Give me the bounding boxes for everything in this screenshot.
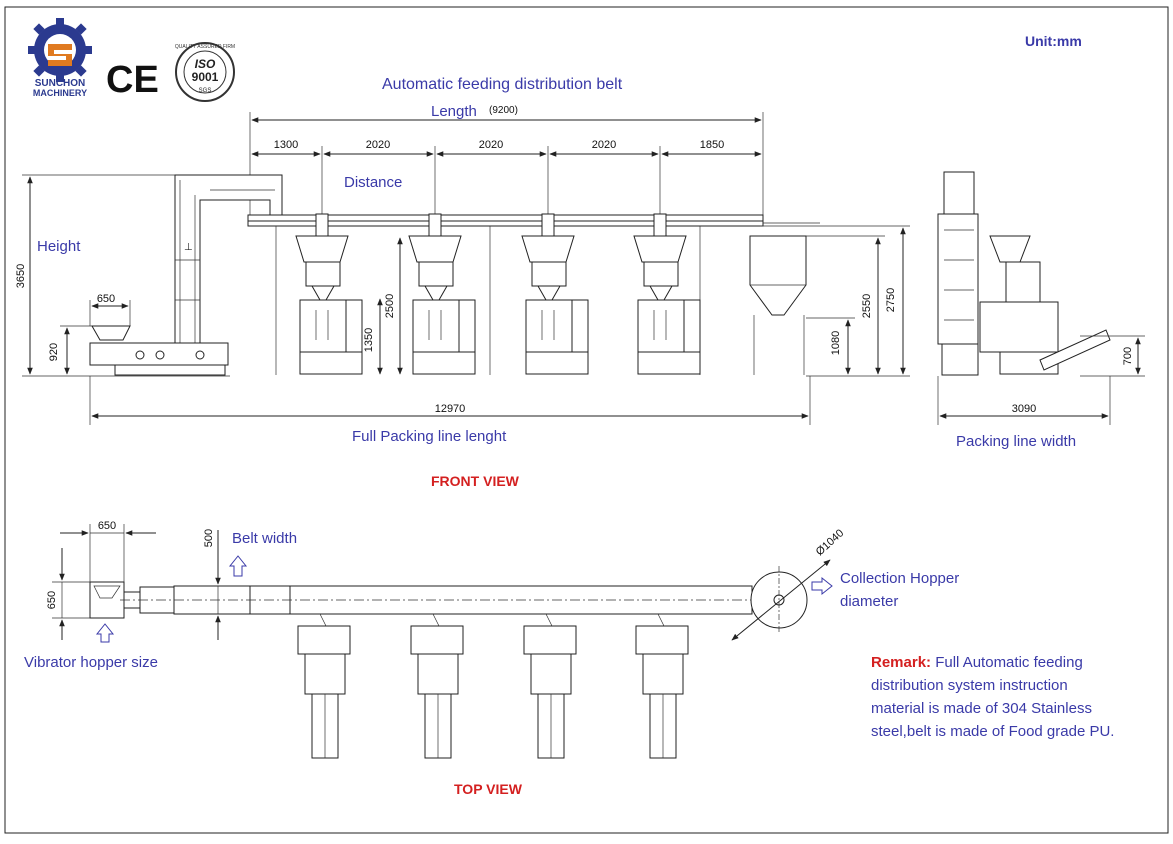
dim-3090: 3090 bbox=[1012, 403, 1036, 415]
dim-diameter: Ø1040 bbox=[814, 527, 847, 558]
dim-2500: 2500 bbox=[384, 294, 396, 318]
iso-sgs: SGS bbox=[199, 88, 212, 94]
segment-dim-1: 1300 bbox=[274, 139, 298, 151]
length-value: (9200) bbox=[489, 105, 518, 116]
top-view-belt bbox=[120, 585, 790, 615]
iso-number: 9001 bbox=[192, 70, 219, 84]
remark-line3: material is made of 304 Stainless bbox=[871, 700, 1092, 717]
dim-2750: 2750 bbox=[885, 288, 897, 312]
belt-title: Automatic feeding distribution belt bbox=[382, 76, 623, 93]
length-label: Length bbox=[431, 103, 477, 120]
collection-hopper-front bbox=[749, 235, 807, 375]
top-packing-machine-3 bbox=[523, 613, 577, 759]
dim-2550: 2550 bbox=[861, 294, 873, 318]
vibrator-feeder bbox=[89, 325, 229, 376]
dim-700: 700 bbox=[1122, 347, 1134, 365]
iso-ring-text: QUALITY ASSURED FIRM bbox=[175, 44, 235, 50]
segment-dim-2: 2020 bbox=[366, 139, 390, 151]
dim-650-side: 650 bbox=[46, 591, 58, 609]
sheet-border bbox=[4, 6, 1169, 834]
full-length-label: Full Packing line lenght bbox=[352, 428, 507, 445]
company-logo: SUNCHON MACHINERY bbox=[28, 18, 92, 98]
remark-line1: Remark: Full Automatic feeding bbox=[871, 654, 1083, 671]
top-packing-machine-4 bbox=[635, 613, 689, 759]
vibrator-label: Vibrator hopper size bbox=[24, 654, 158, 671]
front-vertical-dimensions: 3650 920 650 1350 2500 1080 2550 2750 bbox=[15, 174, 910, 377]
dim-3650: 3650 bbox=[15, 264, 27, 288]
top-view-dimensions: 650 650 500 bbox=[46, 520, 248, 643]
collection-label-1: Collection Hopper bbox=[840, 570, 959, 587]
packing-machine-2 bbox=[408, 213, 476, 375]
arrow-right-icon bbox=[811, 576, 833, 596]
dim-1350: 1350 bbox=[363, 328, 375, 352]
arrow-up-icon bbox=[95, 623, 115, 643]
segment-dim-3: 2020 bbox=[479, 139, 503, 151]
dim-650-front: 650 bbox=[97, 293, 115, 305]
ce-mark: CE bbox=[106, 59, 159, 101]
collection-label-2: diameter bbox=[840, 593, 898, 610]
remark-line4: steel,belt is made of Food grade PU. bbox=[871, 723, 1114, 740]
side-view-dimensions: 700 3090 bbox=[937, 335, 1145, 425]
brand-name-line1: SUNCHON bbox=[35, 78, 86, 89]
side-view-machine bbox=[937, 171, 1111, 376]
width-label: Packing line width bbox=[956, 433, 1076, 450]
iso-text: ISO bbox=[195, 57, 216, 71]
iso-badge: QUALITY ASSURED FIRM ISO 9001 SGS bbox=[175, 42, 235, 102]
packing-machine-3 bbox=[521, 213, 589, 375]
dim-1080: 1080 bbox=[830, 331, 842, 355]
segment-dim-4: 2020 bbox=[592, 139, 616, 151]
dim-12970: 12970 bbox=[435, 403, 466, 415]
unit-label: Unit:mm bbox=[1025, 33, 1082, 49]
front-view-title: FRONT VIEW bbox=[431, 473, 520, 489]
distance-label: Distance bbox=[344, 174, 402, 191]
top-packing-machine-1 bbox=[297, 613, 351, 759]
brand-name-line2: MACHINERY bbox=[33, 88, 87, 98]
dim-500: 500 bbox=[203, 529, 215, 547]
dim-920: 920 bbox=[48, 343, 60, 361]
segment-dim-5: 1850 bbox=[700, 139, 724, 151]
svg-text:⊥: ⊥ bbox=[184, 242, 193, 253]
dim-650-top: 650 bbox=[98, 520, 116, 532]
bucket-elevator: ⊥ bbox=[174, 174, 283, 345]
belt-width-label: Belt width bbox=[232, 530, 297, 547]
top-view-title: TOP VIEW bbox=[454, 781, 523, 797]
height-label: Height bbox=[37, 238, 81, 255]
packing-machine-1 bbox=[295, 213, 363, 375]
top-view-collection-hopper: Ø1040 bbox=[731, 527, 847, 641]
top-packing-machine-2 bbox=[410, 613, 464, 759]
packing-machine-4 bbox=[633, 213, 701, 375]
segment-dimensions: 1300 2020 2020 2020 1850 bbox=[251, 139, 762, 222]
gear-icon bbox=[28, 18, 92, 82]
remark-line2: distribution system instruction bbox=[871, 677, 1068, 694]
arrow-up-icon bbox=[228, 555, 248, 577]
